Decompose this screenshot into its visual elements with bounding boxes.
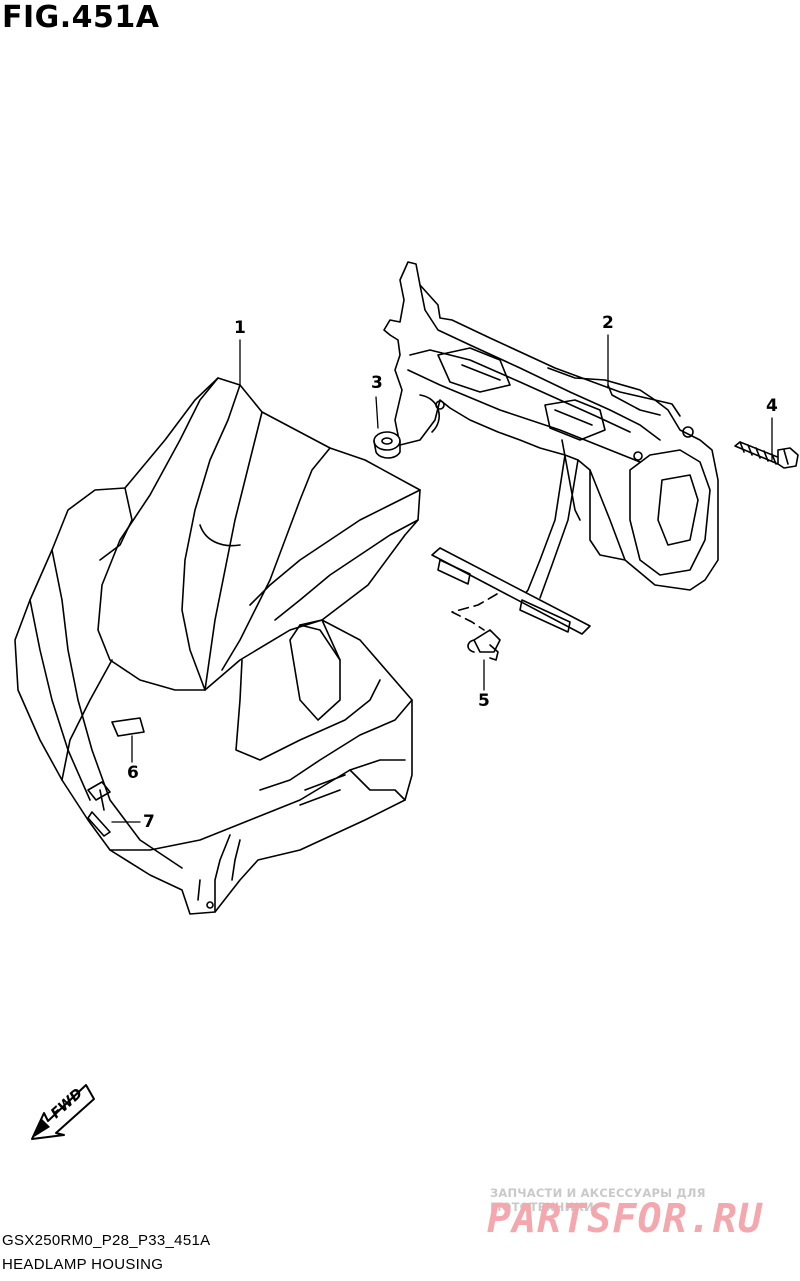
watermark-brand: PARTSFOR.RU: [487, 1196, 763, 1242]
part-6-label: [111, 717, 145, 737]
part-4-bolt: [734, 441, 799, 469]
callout-6: 6: [127, 763, 139, 783]
part-7-clip: [87, 781, 111, 837]
callout-2: 2: [602, 313, 614, 333]
part-3-grommet: [373, 431, 401, 459]
callout-5: 5: [478, 691, 490, 711]
figure-caption: HEADLAMP HOUSING: [2, 1256, 164, 1273]
leader-lines: [111, 334, 773, 823]
part-2-headlamp-bracket: [383, 261, 719, 601]
figure-code: GSX250RM0_P28_P33_451A: [2, 1232, 211, 1249]
callout-7: 7: [143, 812, 155, 832]
callout-4: 4: [766, 396, 778, 416]
forward-arrow-icon: FWD: [31, 1084, 95, 1140]
callout-3: 3: [371, 373, 383, 393]
part-5-fastener: [431, 547, 591, 661]
watermark-tagline: ЗАПЧАСТИ И АКСЕССУАРЫ ДЛЯ МОТОТЕХНИКИ: [490, 1186, 706, 1214]
part-1-headlamp-cowl: [14, 377, 421, 915]
callout-1: 1: [234, 318, 246, 338]
figure-title: FIG.451A: [2, 0, 160, 35]
